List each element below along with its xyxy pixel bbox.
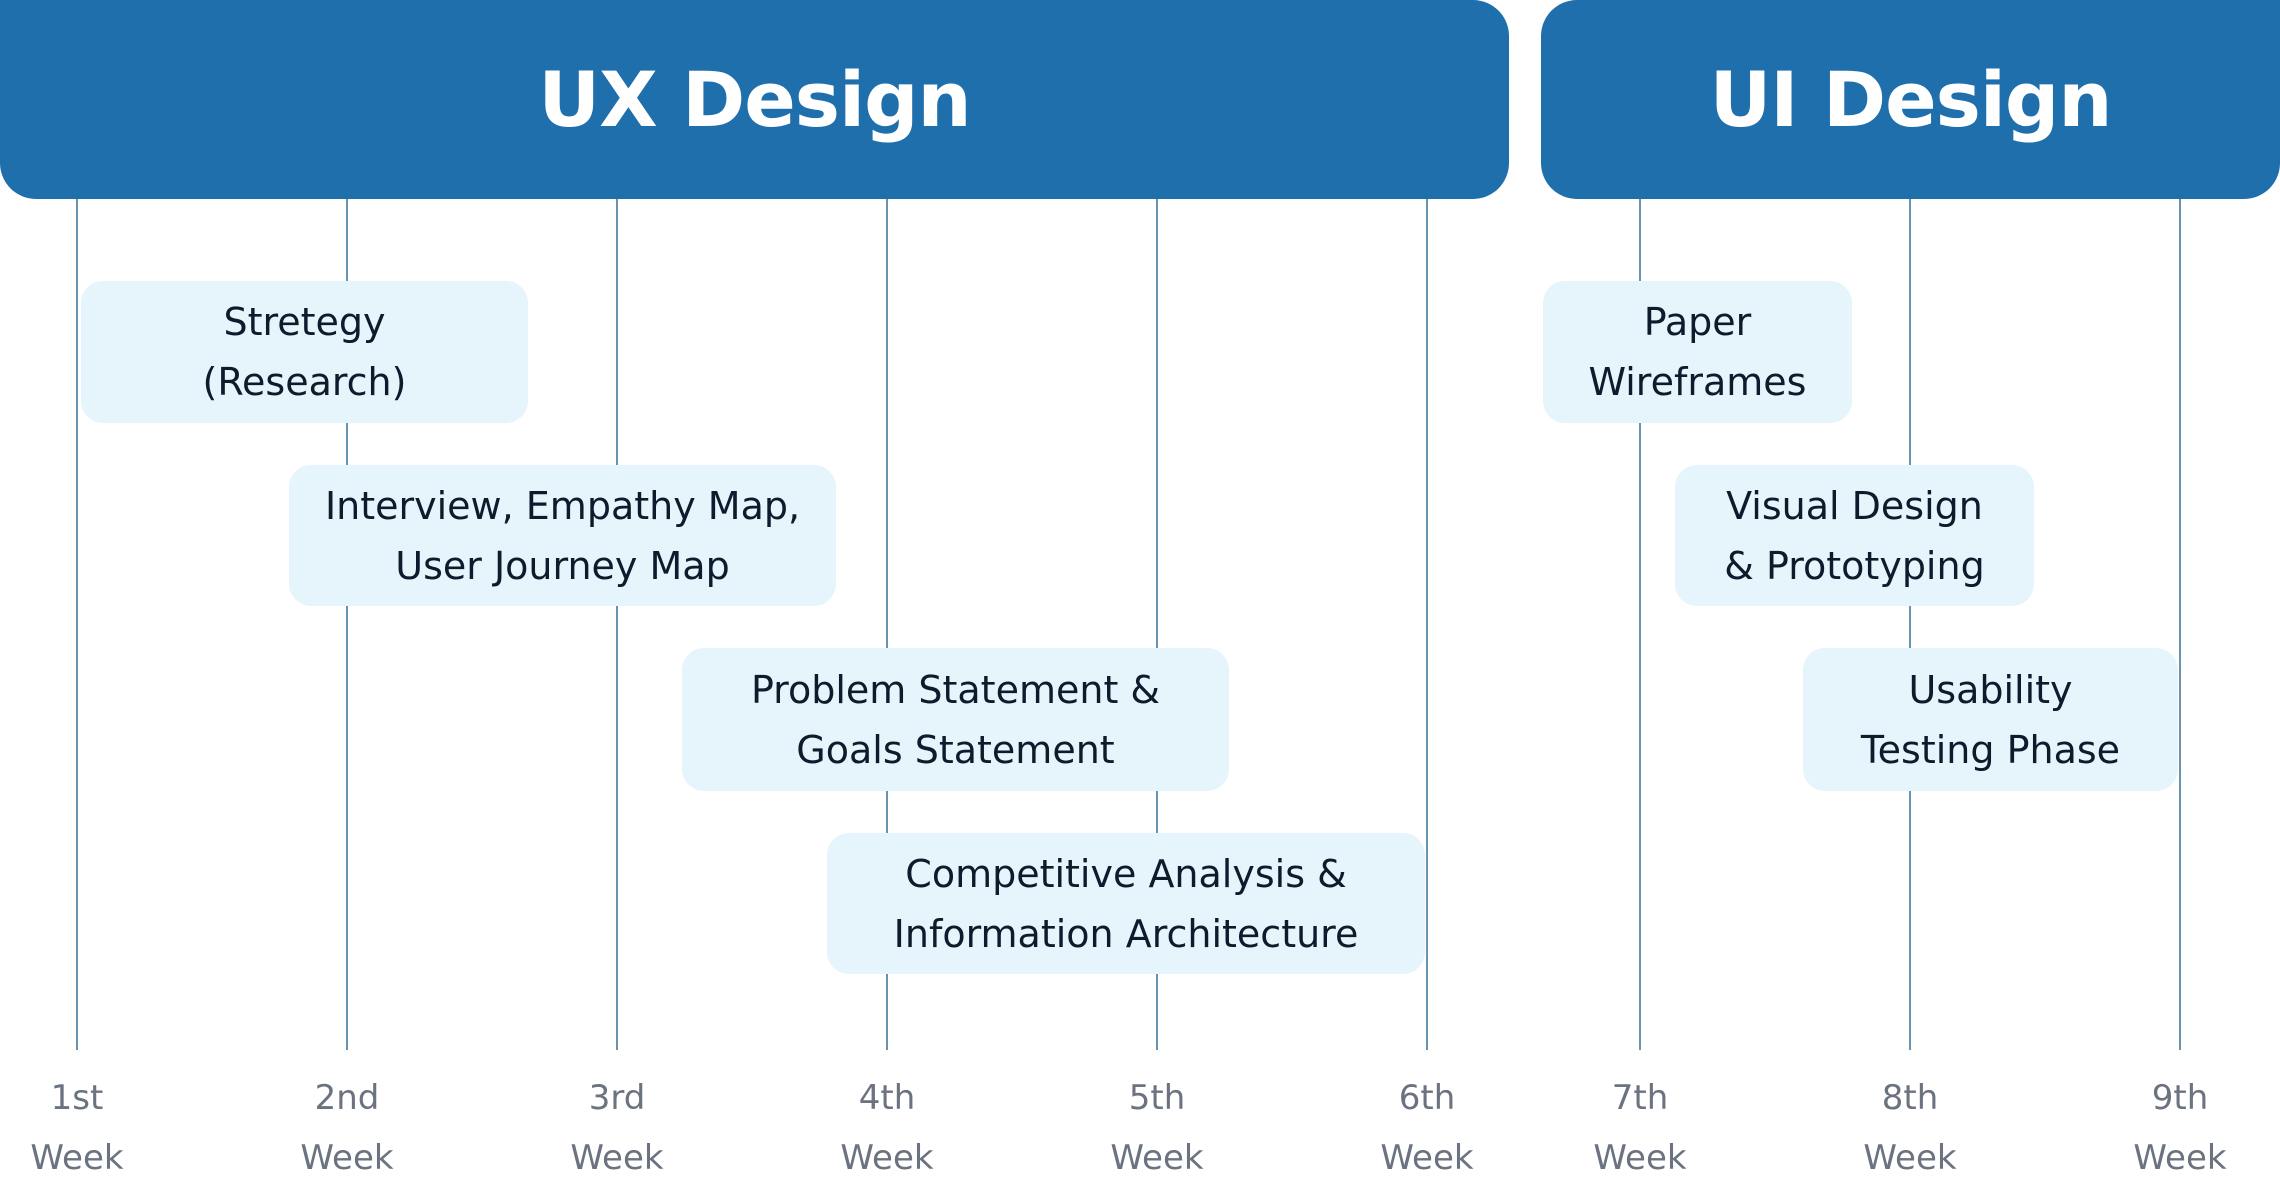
week-number: 3rd [588, 1078, 646, 1118]
task-line: User Journey Map [395, 543, 730, 588]
week-gridline [616, 199, 618, 1050]
week-gridline [886, 199, 888, 1050]
week-word: Week [570, 1138, 664, 1178]
task-line: (Research) [202, 360, 407, 404]
week-word: Week [2133, 1138, 2227, 1178]
week-number: 4th [858, 1078, 916, 1118]
week-number: 6th [1398, 1078, 1456, 1118]
task-card: Stretegy (Research) [81, 281, 528, 423]
phase-title: UI Design [1709, 55, 2113, 144]
task-line: Goals Statement [796, 727, 1115, 772]
week-word: Week [1380, 1138, 1474, 1178]
week-gridline [1909, 199, 1911, 1050]
week-word: Week [30, 1138, 124, 1178]
week-number: 1st [50, 1078, 104, 1118]
week-word: Week [840, 1138, 934, 1178]
task-line: Interview, Empathy Map, [324, 483, 801, 528]
week-gridline [346, 199, 348, 1050]
week-number: 7th [1611, 1078, 1669, 1118]
task-card: Visual Design & Prototyping [1675, 465, 2034, 606]
phase-title: UX Design [538, 55, 971, 144]
phase-header-ui-design: UI Design [1541, 0, 2280, 199]
week-gridline [1639, 199, 1641, 1050]
week-number: 2nd [314, 1078, 380, 1118]
task-line: Testing Phase [1860, 727, 2121, 772]
task-line: Wireframes [1588, 360, 1807, 404]
task-line: Paper [1643, 300, 1752, 344]
phase-header-ux-design: UX Design [0, 0, 1509, 199]
week-gridline [76, 199, 78, 1050]
task-card: Paper Wireframes [1543, 281, 1852, 423]
task-card: Competitive Analysis & Information Archi… [827, 833, 1425, 974]
task-line: Stretegy [223, 300, 386, 344]
week-gridline [1426, 199, 1428, 1050]
task-card: Interview, Empathy Map, User Journey Map [289, 465, 836, 606]
week-word: Week [1863, 1138, 1957, 1178]
week-word: Week [300, 1138, 394, 1178]
week-word: Week [1110, 1138, 1204, 1178]
week-number: 5th [1128, 1078, 1186, 1118]
week-gridline [2179, 199, 2181, 1050]
week-number: 8th [1881, 1078, 1939, 1118]
task-line: Competitive Analysis & [905, 851, 1347, 896]
task-line: Information Architecture [893, 911, 1359, 956]
task-card: Usability Testing Phase [1803, 648, 2178, 791]
week-gridline [1156, 199, 1158, 1050]
task-line: Problem Statement & [750, 667, 1161, 712]
task-line: Usability [1908, 667, 2073, 712]
week-word: Week [1593, 1138, 1687, 1178]
task-card: Problem Statement & Goals Statement [682, 648, 1229, 791]
task-line: Visual Design [1726, 483, 1983, 528]
week-number: 9th [2151, 1078, 2209, 1118]
task-line: & Prototyping [1724, 543, 1985, 588]
